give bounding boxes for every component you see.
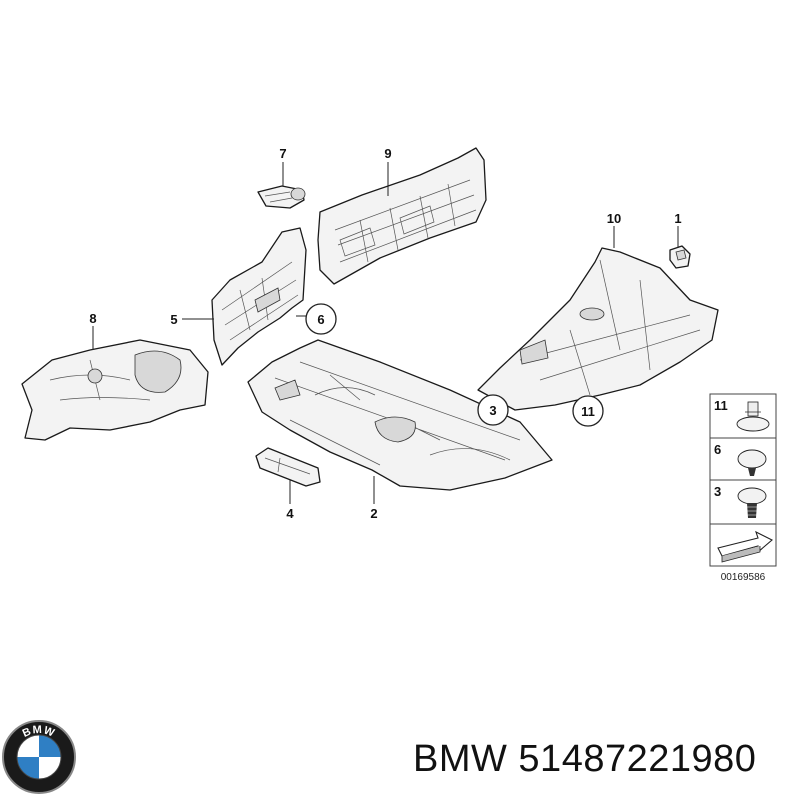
part-10-insulation bbox=[477, 247, 719, 411]
part-1-clip bbox=[669, 245, 691, 269]
legend-label-6: 6 bbox=[714, 442, 721, 457]
diagram-id: 00169586 bbox=[721, 572, 766, 583]
callout-5: 5 bbox=[170, 312, 177, 327]
part-9-insulation bbox=[317, 147, 487, 285]
bmw-logo: BMW bbox=[2, 720, 76, 794]
part-5-insulation bbox=[211, 227, 307, 366]
part-7-connector bbox=[257, 185, 306, 209]
part-2-floor-insulation bbox=[247, 339, 553, 491]
callout-3-circle: 3 bbox=[477, 394, 509, 426]
callout-7: 7 bbox=[279, 146, 286, 161]
leader-lines bbox=[92, 162, 679, 504]
part-4-pad bbox=[255, 447, 321, 487]
callout-1: 1 bbox=[674, 211, 681, 226]
bmw-logo-text: BMW bbox=[21, 724, 57, 740]
part-8-insulation bbox=[21, 339, 209, 441]
legend-label-11: 11 bbox=[714, 398, 728, 413]
callout-6: 6 bbox=[317, 312, 324, 327]
callouts: 7 9 10 1 8 5 4 2 6 3 11 bbox=[89, 146, 681, 521]
fastener-legend: 11 6 3 00169586 bbox=[709, 393, 777, 583]
callout-8: 8 bbox=[89, 311, 96, 326]
direction-arrow-icon bbox=[717, 530, 773, 563]
callout-6-circle: 6 bbox=[305, 303, 337, 335]
callout-9: 9 bbox=[384, 146, 391, 161]
clip-3-icon bbox=[737, 487, 767, 518]
clip-6-icon bbox=[737, 449, 767, 476]
callout-4: 4 bbox=[286, 506, 294, 521]
callout-3: 3 bbox=[489, 403, 496, 418]
callout-2: 2 bbox=[370, 506, 377, 521]
callout-11: 11 bbox=[581, 404, 595, 419]
clip-11-icon bbox=[736, 401, 770, 432]
legend-label-3: 3 bbox=[714, 484, 721, 499]
callout-11-circle: 11 bbox=[572, 395, 604, 427]
callout-10: 10 bbox=[607, 211, 621, 226]
part-caption: BMW 51487221980 bbox=[413, 738, 757, 780]
